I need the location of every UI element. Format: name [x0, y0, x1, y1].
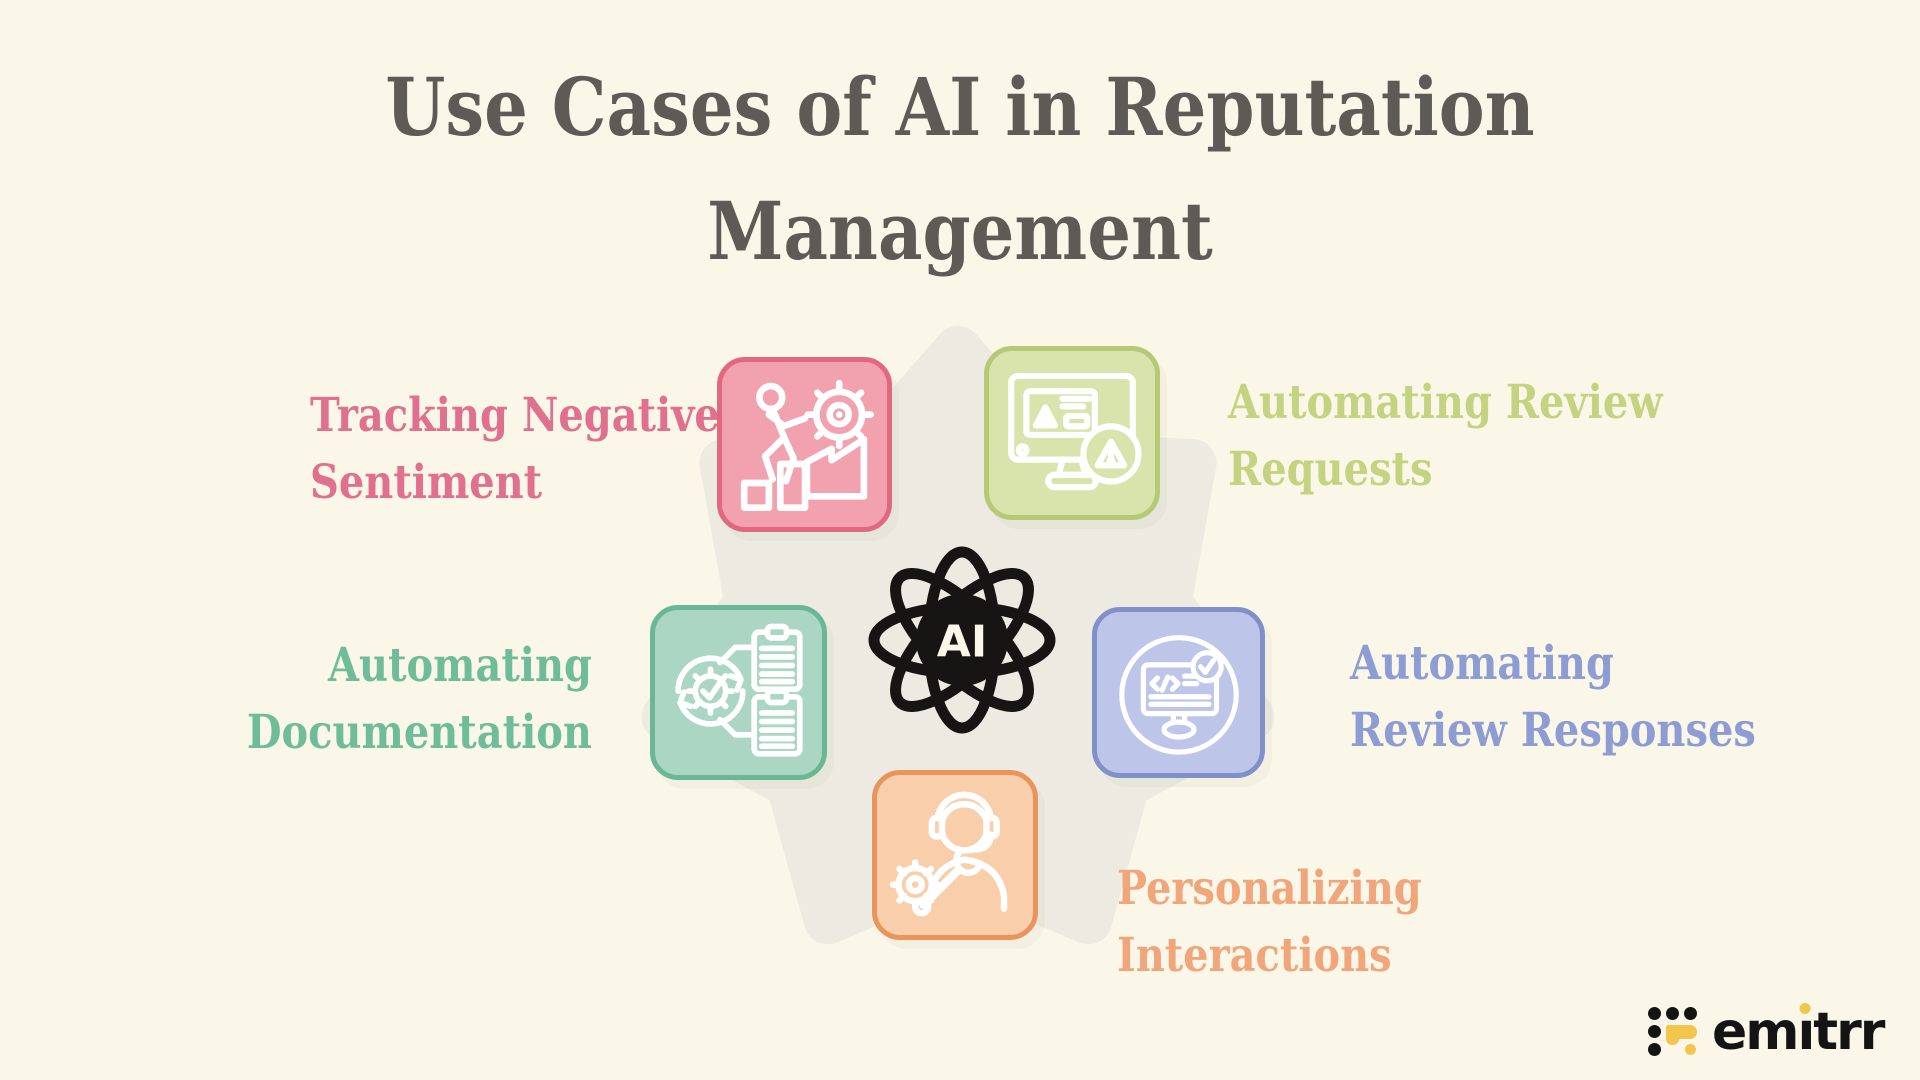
label-line: Automating: [1350, 636, 1614, 691]
gear-sync-clipboards-icon: [674, 623, 803, 757]
label-line: Review Responses: [1350, 703, 1756, 758]
wordmark-i: ı: [1797, 1002, 1815, 1062]
monitor-alert-icon: [1008, 372, 1142, 491]
wordmark-part: trr: [1813, 1002, 1885, 1062]
label-line: Automating: [328, 638, 592, 693]
title-line-1: Use Cases of AI in Reputation: [385, 60, 1535, 154]
automating-review-responses-label: Automating Review Responses: [1350, 630, 1756, 764]
automating-documentation-box: [650, 605, 827, 780]
label-line: Tracking Negative: [310, 388, 720, 443]
label-line: Interactions: [1117, 928, 1392, 983]
code-monitor-check-icon: [1118, 634, 1239, 755]
tracking-negative-sentiment-box: [717, 357, 892, 532]
automating-review-responses-box: [1092, 607, 1265, 778]
automating-review-requests-box: [984, 346, 1160, 520]
wordmark-part: em: [1712, 1002, 1799, 1062]
label-line: Personalizing: [1117, 861, 1422, 916]
personalizing-interactions-label: Personalizing Interactions: [1117, 855, 1422, 989]
ai-atom-icon: AI: [868, 546, 1056, 734]
label-line: Sentiment: [310, 455, 543, 510]
label-line: Automating Review: [1228, 375, 1663, 430]
title-line-2: Management: [707, 184, 1213, 278]
page-title: Use Cases of AI in Reputation Management: [0, 45, 1920, 293]
personalizing-interactions-box: [872, 770, 1038, 940]
emitrr-logo-mark-icon: [1648, 1007, 1698, 1057]
person-climbing-chart-gear-icon: [740, 379, 874, 511]
support-agent-gear-wrench-icon: [889, 791, 1008, 917]
label-line: Documentation: [246, 705, 592, 760]
label-line: Requests: [1228, 442, 1433, 497]
tracking-negative-sentiment-label: Tracking Negative Sentiment: [310, 382, 720, 516]
automating-documentation-label: Automating Documentation: [247, 632, 592, 766]
ai-label: AI: [937, 617, 987, 668]
automating-review-requests-label: Automating Review Requests: [1228, 369, 1663, 503]
